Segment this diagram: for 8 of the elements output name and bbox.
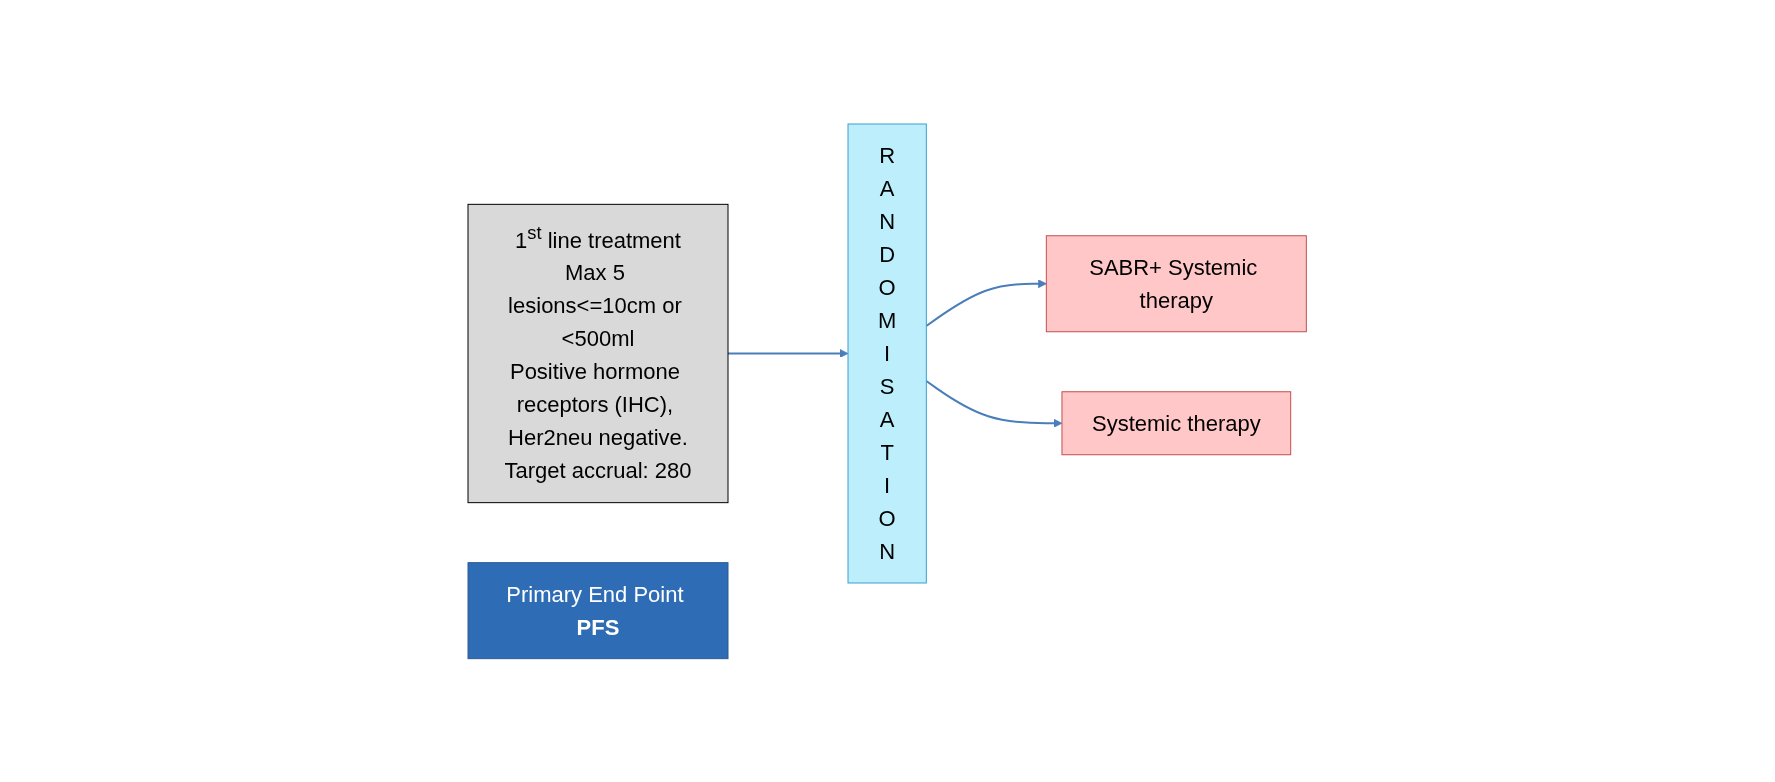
arrow xyxy=(925,379,1063,428)
arrow xyxy=(925,279,1048,327)
node-box: Systemic therapy xyxy=(1061,390,1292,455)
node-box: SABR+ Systemic therapy xyxy=(1046,234,1308,332)
node-box: Primary End Point PFS xyxy=(467,561,729,659)
node-box: 1$^{st}$ line treatment Max 5 lesions<=10cm or <500ml Positive hormone receptors (IHC), Her2neu negative. Target accrual: 280 xyxy=(467,203,729,503)
node-box: RANDOMISATION xyxy=(847,123,928,584)
arrow xyxy=(727,348,849,358)
